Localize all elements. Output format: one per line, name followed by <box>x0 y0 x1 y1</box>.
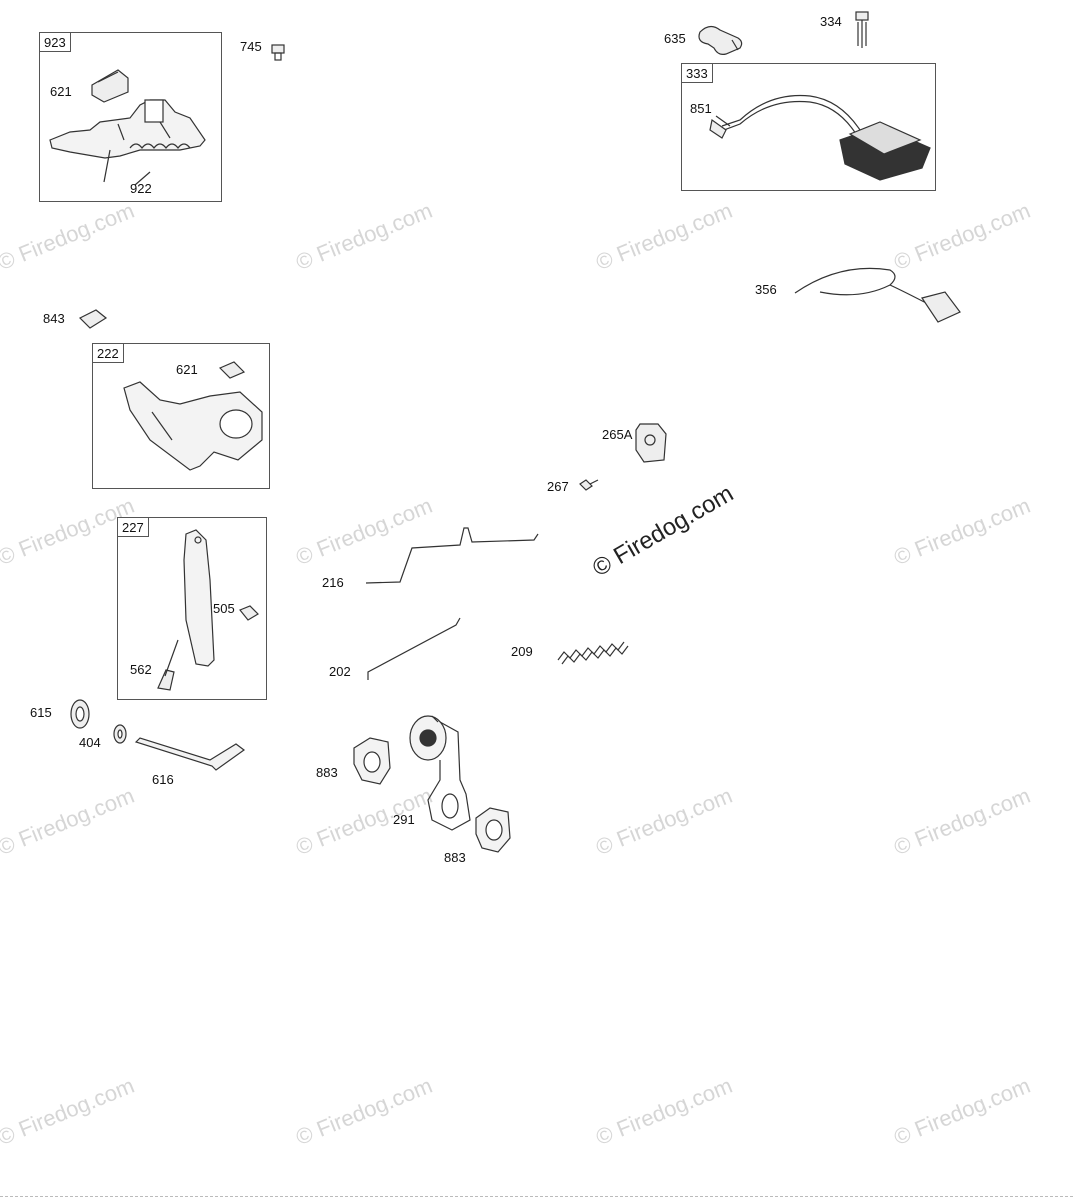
rod-202-drawing <box>367 617 461 680</box>
part-number-883: 883 <box>316 765 338 780</box>
group-label: 923 <box>40 33 71 52</box>
gasket-883-drawing <box>353 737 511 853</box>
part-number-922: 922 <box>130 181 152 196</box>
shaft-616-drawing <box>134 737 246 771</box>
part-number-265A: 265A <box>602 427 633 442</box>
part-number-202: 202 <box>329 664 351 679</box>
part-number-209: 209 <box>511 644 533 659</box>
part-number-851: 851 <box>690 101 712 116</box>
governor-bracket-291-drawing <box>409 715 471 831</box>
group-label: 333 <box>682 64 713 83</box>
part-number-334: 334 <box>820 14 842 29</box>
screw-334-drawing <box>855 11 869 48</box>
part-number-621: 621 <box>176 362 198 377</box>
bracket-265A-drawing <box>635 423 667 463</box>
page-bottom-rule <box>0 1196 1073 1198</box>
part-number-562: 562 <box>130 662 152 677</box>
washer-404-drawing <box>113 724 127 744</box>
clip-843-drawing <box>78 309 108 329</box>
control-plate-222-drawing <box>123 361 263 471</box>
part-number-635: 635 <box>664 31 686 46</box>
group-box-923: 923 <box>39 32 222 202</box>
group-label: 222 <box>93 344 124 363</box>
part-number-291: 291 <box>393 812 415 827</box>
part-number-216: 216 <box>322 575 344 590</box>
screw-267-drawing <box>579 479 599 491</box>
ignition-armature-drawing <box>709 94 931 181</box>
part-number-745: 745 <box>240 39 262 54</box>
part-number-615: 615 <box>30 705 52 720</box>
washer-615-drawing <box>70 699 90 729</box>
ground-wire-drawing <box>794 267 961 323</box>
part-number-356: 356 <box>755 282 777 297</box>
bolt-745-drawing <box>271 44 285 61</box>
part-number-621: 621 <box>50 84 72 99</box>
group-box-227: 227 <box>117 517 267 700</box>
group-box-222: 222 <box>92 343 270 489</box>
lever-227-drawing <box>157 529 259 691</box>
group-label: 227 <box>118 518 149 537</box>
part-number-267: 267 <box>547 479 569 494</box>
part-number-843: 843 <box>43 311 65 326</box>
group-box-333: 333 <box>681 63 936 191</box>
part-number-505: 505 <box>213 601 235 616</box>
spark-plug-boot-drawing <box>698 25 743 55</box>
rod-216-drawing <box>365 527 539 584</box>
part-number-616: 616 <box>152 772 174 787</box>
control-bracket-assembly-drawing <box>49 69 206 186</box>
part-number-404: 404 <box>79 735 101 750</box>
spring-209-drawing <box>557 641 629 665</box>
part-number-883: 883 <box>444 850 466 865</box>
